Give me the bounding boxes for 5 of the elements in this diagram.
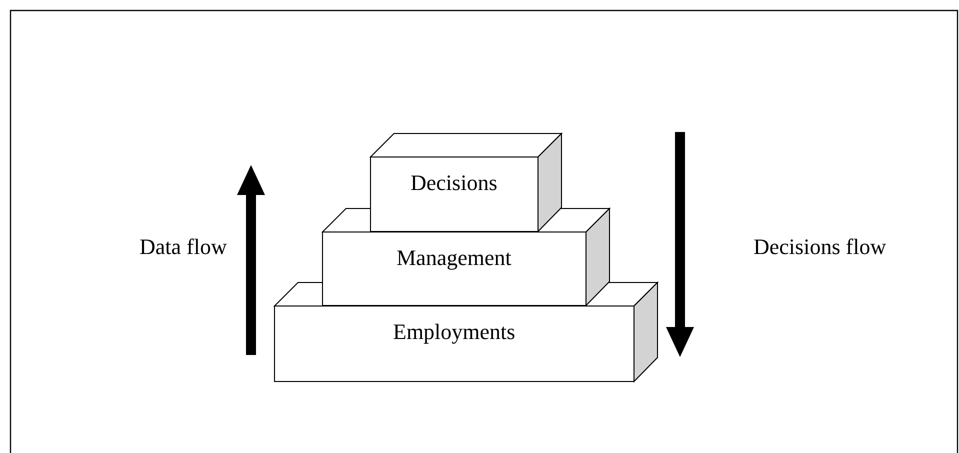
block-label: Employments	[393, 319, 516, 345]
block-label: Management	[396, 245, 512, 271]
flow-label: Decisions flow	[754, 234, 886, 260]
flow-label: Data flow	[140, 234, 227, 260]
block-label: Decisions	[410, 170, 498, 196]
